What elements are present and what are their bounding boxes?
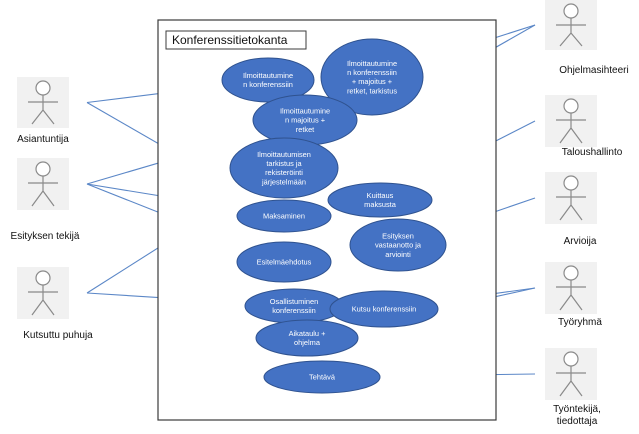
actor-tyontekija: Työntekijä,tiedottaja xyxy=(545,348,601,427)
use-case-label: n konferenssiin xyxy=(347,68,397,77)
stick-figure-icon xyxy=(556,265,586,311)
use-case-ellipse[interactable] xyxy=(327,182,433,218)
use-case-label: tarkistus ja xyxy=(266,159,302,168)
stick-figure-icon xyxy=(28,270,58,316)
actor-tyoryhma: Työryhmä xyxy=(545,262,602,328)
actor-ohjelmasihteeri: Ohjelmasihteeri xyxy=(545,0,629,76)
use-case-ellipse[interactable] xyxy=(349,218,447,272)
use-case-ellipse[interactable] xyxy=(255,319,359,357)
actor-label: Kutsuttu puhuja xyxy=(23,330,93,341)
use-case-label: Esityksen xyxy=(382,231,414,240)
use-case-label: retket xyxy=(296,125,314,134)
actor-label: Työntekijä, xyxy=(553,404,601,415)
use-case-label: + majoitus + xyxy=(352,77,392,86)
use-case-label: n majoitus + xyxy=(285,116,325,125)
use-case-label: Osallistuminen xyxy=(270,297,318,306)
use-case-label: Ilmoittautumisen xyxy=(257,150,311,159)
system-title: Konferenssitietokanta xyxy=(172,33,288,47)
system-title-box xyxy=(165,30,307,50)
use-case-label: ohjelma xyxy=(294,338,321,347)
use-case-label: Ilmoittautumine xyxy=(347,59,397,68)
use-case-label: Ilmoittautumine xyxy=(243,71,293,80)
use-case-ellipse[interactable] xyxy=(329,290,439,328)
use-case-tehtava[interactable]: Tehtävä xyxy=(263,360,381,394)
use-case-label: Maksaminen xyxy=(263,212,305,221)
use-case-label: Esitelmäehdotus xyxy=(257,258,312,267)
use-case-aikataulu[interactable]: Aikataulu +ohjelma xyxy=(255,319,359,357)
actor-label: Asiantuntija xyxy=(17,134,69,145)
use-case-label: Tehtävä xyxy=(309,373,336,382)
use-case-ellipse[interactable] xyxy=(236,241,332,283)
actor-label: Esityksen tekijä xyxy=(11,231,80,242)
use-case-ellipse[interactable] xyxy=(229,137,339,199)
use-case-label: retket, tarkistus xyxy=(347,86,397,95)
actor-label: Arvioija xyxy=(564,236,597,247)
actor-esityksen-tekija: Esityksen tekijä xyxy=(11,158,80,242)
actor-label: Ohjelmasihteeri xyxy=(559,65,628,76)
use-case-label: Aikataulu + xyxy=(289,329,326,338)
use-case-label: maksusta xyxy=(364,200,397,209)
use-case-label: n konferenssiin xyxy=(243,80,293,89)
use-case-esitelmaehdotus[interactable]: Esitelmäehdotus xyxy=(236,241,332,283)
actor-kutsuttu-puhuja: Kutsuttu puhuja xyxy=(17,267,93,341)
use-case-label: arviointi xyxy=(385,250,411,259)
use-case-kutsu[interactable]: Kutsu konferenssiin xyxy=(329,290,439,328)
stick-figure-icon xyxy=(28,161,58,207)
use-case-label: konferenssiin xyxy=(272,306,316,315)
use-case-label: järjestelmään xyxy=(261,177,306,186)
actor-label: Työryhmä xyxy=(558,317,602,328)
use-case-label: rekisteröinti xyxy=(265,168,303,177)
actor-label: tiedottaja xyxy=(557,416,598,427)
use-case-ellipse[interactable] xyxy=(263,360,381,394)
use-case-label: vastaanotto ja xyxy=(375,241,422,250)
stick-figure-icon xyxy=(556,351,586,397)
stick-figure-icon xyxy=(556,3,586,47)
use-case-ellipse[interactable] xyxy=(320,38,424,116)
use-case-label: Ilmoittautumine xyxy=(280,106,330,115)
stick-figure-icon xyxy=(556,98,586,144)
stick-figure-icon xyxy=(28,80,58,125)
actor-label: Taloushallinto xyxy=(562,147,623,158)
use-case-ellipse[interactable] xyxy=(236,199,332,233)
actor-asiantuntija: Asiantuntija xyxy=(17,77,69,145)
stick-figure-icon xyxy=(556,175,586,221)
actor-taloushallinto: Taloushallinto xyxy=(545,95,623,158)
use-case-label: Kutsu konferenssiin xyxy=(352,305,417,314)
use-case-maksaminen[interactable]: Maksaminen xyxy=(236,199,332,233)
actor-arvioija: Arvioija xyxy=(545,172,597,247)
use-case-label: Kuittaus xyxy=(367,191,394,200)
